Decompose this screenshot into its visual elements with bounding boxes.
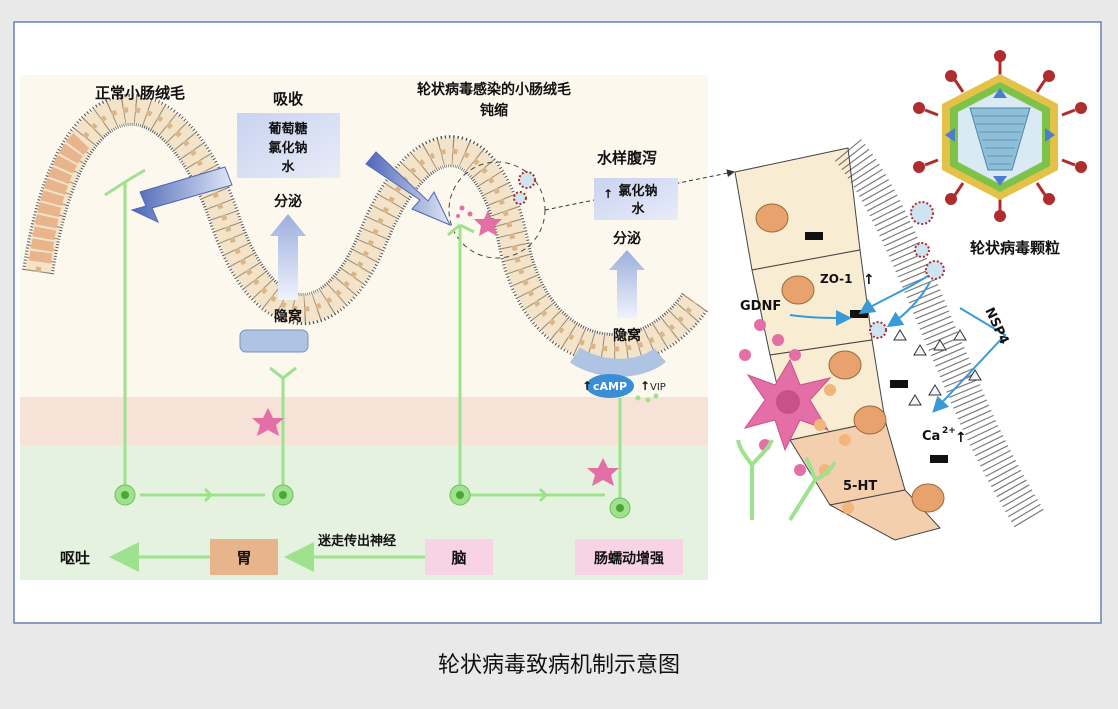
villus-epithelium	[25, 96, 706, 363]
label-crypt-left: 隐窝	[274, 308, 302, 325]
vip-dot	[635, 395, 641, 401]
label-blunting: 钝缩	[480, 102, 508, 119]
diarrhea-item-1: 水	[631, 201, 645, 217]
absorption-arrow-left	[130, 166, 233, 223]
small-virus-particles	[513, 171, 945, 339]
diarrhea-up-arrow: ↑	[603, 187, 613, 201]
label-camp: cAMP	[593, 380, 627, 393]
enteroendocrine-small-cells	[252, 210, 619, 486]
vip-up-arrow: ↑	[640, 379, 650, 393]
label-brain: 脑	[451, 549, 466, 567]
label-peristalsis: 肠蠕动增强	[594, 550, 664, 567]
label-vomit: 呕吐	[60, 549, 90, 567]
nsp4-arrow	[932, 307, 1007, 413]
label-ca-sup: 2+	[942, 426, 956, 436]
label-5ht: 5-HT	[843, 479, 877, 494]
figure-caption: 轮状病毒致病机制示意图	[438, 653, 680, 678]
diarrhea-item-0: 氯化钠	[618, 183, 657, 199]
label-infected-villus: 轮状病毒感染的小肠绒毛	[417, 81, 571, 98]
vip-dot	[645, 397, 651, 403]
infected-villus-virus-dots	[456, 205, 473, 218]
enteroendocrine-nucleus	[776, 390, 800, 414]
crypt-cells-left	[239, 329, 309, 353]
label-vip: VIP	[650, 382, 666, 393]
absorb-item-2: 水	[281, 159, 295, 175]
label-absorption: 吸收	[273, 90, 303, 108]
absorb-item-1: 氯化钠	[268, 140, 307, 156]
label-ca: Ca	[922, 429, 940, 444]
submucosa-layer	[20, 397, 708, 445]
label-zo1: ZO-1	[820, 272, 852, 286]
vip-dot	[653, 393, 659, 399]
villus-orange-cells	[29, 132, 91, 264]
secretion-arrow-right	[609, 250, 645, 318]
camp-ellipse	[586, 374, 634, 398]
neuron-cell-bodies	[114, 484, 631, 519]
nsp4-triangles	[893, 329, 982, 406]
enteric-nerves	[104, 168, 622, 572]
label-crypt-right: 隐窝	[613, 327, 641, 344]
virus-entry-arrow	[886, 281, 931, 328]
absorb-item-0: 葡萄糖	[267, 121, 307, 137]
brain-box	[425, 539, 493, 575]
label-stomach: 胃	[236, 549, 251, 567]
gdnf-arrow	[789, 309, 852, 326]
label-vagus: 迷走传出神经	[317, 533, 396, 549]
label-rotavirus-particle: 轮状病毒颗粒	[970, 239, 1060, 257]
zoom-dashed-line	[544, 169, 735, 211]
label-secretion-left: 分泌	[274, 193, 302, 210]
camp-up-arrow: ↑	[582, 379, 592, 393]
label-secretion-right: 分泌	[613, 230, 641, 247]
crypt-cells-right	[569, 347, 666, 377]
label-normal-villus: 正常小肠绒毛	[95, 84, 185, 102]
zo1-up-arrow: ↑	[863, 272, 875, 288]
stomach-box	[210, 539, 278, 575]
label-gdnf: GDNF	[740, 299, 781, 314]
label-watery-diarrhea: 水样腹泻	[597, 149, 657, 167]
diarrhea-box	[594, 178, 678, 220]
peristalsis-box	[575, 539, 683, 575]
absorption-box	[237, 113, 340, 178]
secretion-arrow-left	[270, 214, 306, 300]
infection-arrow	[365, 151, 452, 226]
secretion-granules	[739, 319, 854, 514]
ca-up-arrow: ↑	[955, 430, 967, 446]
nerve-endings-right	[736, 439, 837, 522]
rotavirus-particle	[913, 50, 1087, 222]
